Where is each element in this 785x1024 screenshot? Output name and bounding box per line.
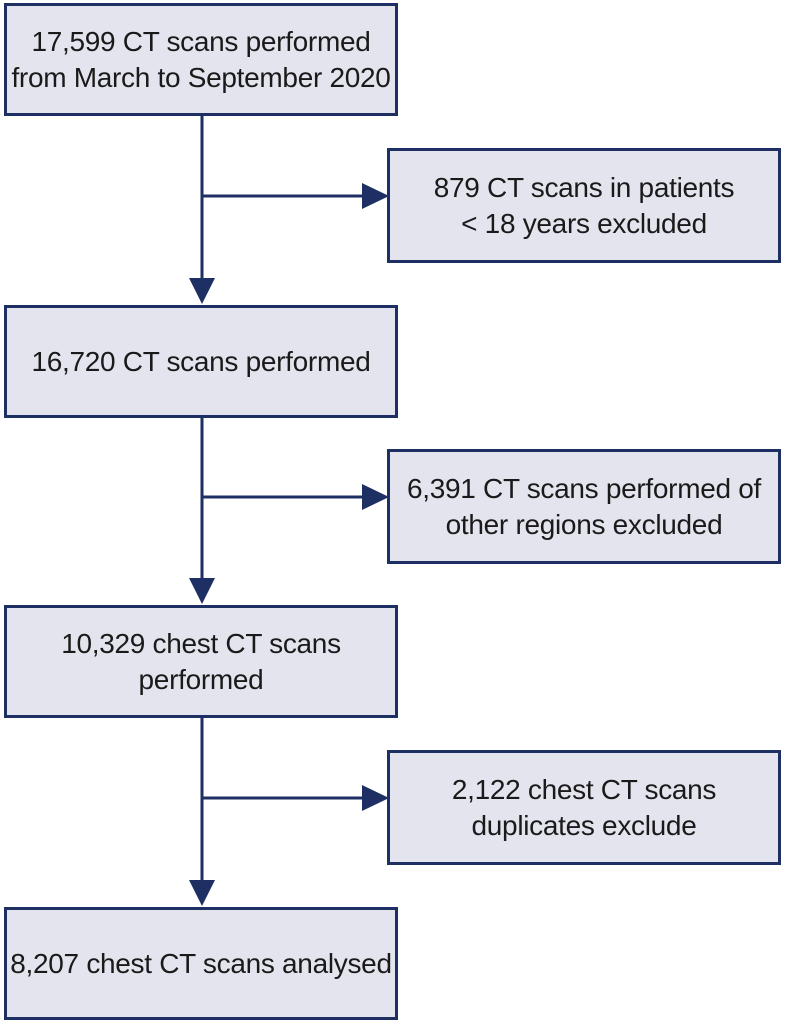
arrowhead-right-3 <box>362 785 389 811</box>
arrowhead-right-1 <box>362 183 389 209</box>
step-box-1: 17,599 CT scans performed from March to … <box>4 3 398 116</box>
exclusion-text-1: 879 CT scans in patients < 18 years excl… <box>433 170 735 242</box>
step-text-3: 10,329 chest CT scans performed <box>61 626 341 698</box>
step-1-line-2: from March to September 2020 <box>11 61 391 93</box>
step-text-4: 8,207 chest CT scans analysed <box>10 946 392 982</box>
exclusion-box-2: 6,391 CT scans performed of other region… <box>387 449 781 564</box>
step-text-1: 17,599 CT scans performed from March to … <box>11 24 390 96</box>
arrowhead-right-2 <box>362 484 389 510</box>
arrowhead-down-1 <box>189 278 215 304</box>
step-box-2: 16,720 CT scans performed <box>4 305 398 418</box>
exclusion-box-3: 2,122 chest CT scans duplicates exclude <box>387 750 781 865</box>
exclusion-2-line-1: 6,391 CT scans performed of <box>406 472 761 504</box>
exclusion-1-line-1: 879 CT scans in patients <box>433 171 735 203</box>
exclusion-text-3: 2,122 chest CT scans duplicates exclude <box>451 772 717 844</box>
arrowhead-down-3 <box>189 880 215 906</box>
step-4-line-1: 8,207 chest CT scans analysed <box>10 947 392 979</box>
exclusion-text-2: 6,391 CT scans performed of other region… <box>407 471 761 543</box>
arrowhead-down-2 <box>189 578 215 604</box>
exclusion-3-line-2: duplicates exclude <box>471 809 697 841</box>
step-2-line-1: 16,720 CT scans performed <box>31 345 371 377</box>
step-3-line-2: performed <box>138 663 264 695</box>
step-box-3: 10,329 chest CT scans performed <box>4 605 398 718</box>
step-box-4: 8,207 chest CT scans analysed <box>4 907 398 1020</box>
exclusion-2-line-2: other regions excluded <box>445 508 723 540</box>
exclusion-box-1: 879 CT scans in patients < 18 years excl… <box>387 148 781 263</box>
exclusion-3-line-1: 2,122 chest CT scans <box>451 773 717 805</box>
step-text-2: 16,720 CT scans performed <box>31 344 370 380</box>
step-3-line-1: 10,329 chest CT scans <box>61 627 341 659</box>
exclusion-1-line-2: < 18 years excluded <box>461 207 707 239</box>
step-1-line-1: 17,599 CT scans performed <box>31 25 371 57</box>
